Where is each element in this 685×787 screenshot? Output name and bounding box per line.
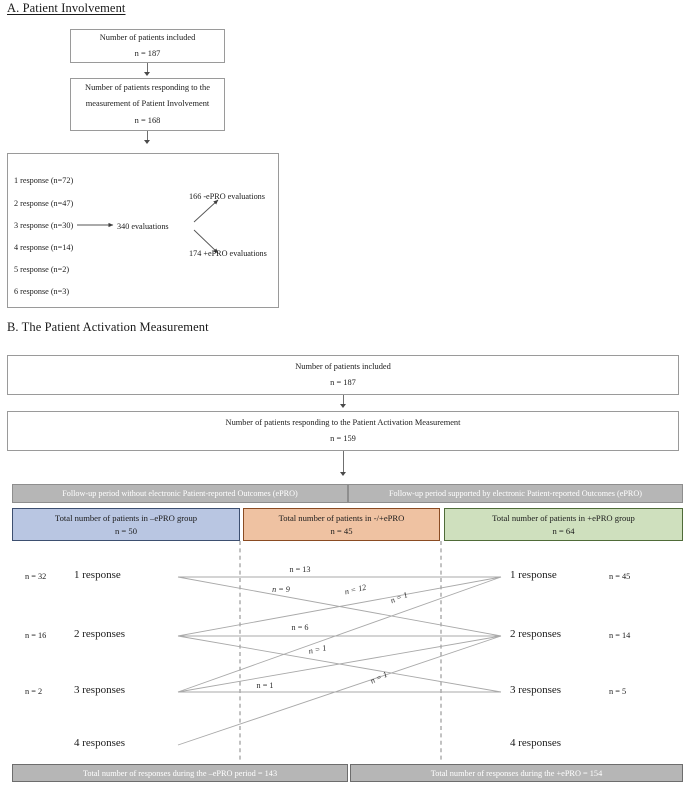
response-count-2: 2 response (n=47) (14, 199, 74, 208)
arrow-a-1-line (147, 63, 148, 73)
section-b-title: B. The Patient Activation Measurement (7, 320, 209, 334)
flow-edge-3 (177, 576, 502, 637)
group-plus-epro-n: n = 64 (552, 525, 575, 536)
box-a-included-line2: n = 187 (134, 49, 161, 58)
box-b-patients-responding: Number of patients responding to the Pat… (7, 411, 679, 451)
box-a-patients-included: Number of patients included n = 187 (70, 29, 225, 63)
left-node-n-1: n = 32 (25, 572, 47, 581)
section-a-title: A. Patient Involvement (7, 1, 126, 15)
evaluations-plus-epro: 174 +ePRO evaluations (189, 249, 267, 258)
right-node-label-1: 1 response (510, 569, 557, 581)
period-bar-without-epro: Follow-up period without electronic Pati… (12, 484, 348, 503)
box-a-included-line1: Number of patients included (99, 32, 196, 42)
flow-edge-6 (177, 576, 502, 693)
right-node-n-1: n = 45 (609, 572, 631, 581)
summary-bar-plus-epro: Total number of responses during the +eP… (350, 764, 683, 782)
group-minus-epro-n: n = 50 (114, 525, 138, 536)
box-a-responding-line1: Number of patients responding to the (85, 82, 210, 92)
response-count-4: 4 response (n=14) (14, 243, 74, 252)
summary-bar-minus-epro: Total number of responses during the –eP… (12, 764, 348, 782)
arrow-a-1-head (144, 72, 150, 76)
flow-edge-label-7: n = 1 (369, 670, 389, 686)
right-node-label-2: 2 responses (510, 628, 562, 640)
right-node-n-3: n = 5 (609, 687, 627, 696)
left-node-label-2: 2 responses (74, 628, 126, 640)
box-b-included-line2: n = 187 (330, 378, 356, 387)
period-bar-with-epro: Follow-up period supported by electronic… (348, 484, 683, 503)
evaluations-total: 340 evaluations (117, 222, 169, 231)
box-a-patients-responding: Number of patients responding to the mea… (70, 78, 225, 131)
left-node-label-4: 4 responses (74, 737, 126, 749)
flow-edge-label-1: n = 13 (290, 565, 311, 574)
box-b-responding-line1: Number of patients responding to the Pat… (225, 417, 461, 427)
box-b-patients-included: Number of patients included n = 187 (7, 355, 679, 395)
arrow-b-2-head (340, 472, 346, 476)
arrow-a-2-head (144, 140, 150, 144)
left-node-n-2: n = 16 (25, 631, 47, 640)
arrow-b-1-line (343, 395, 344, 405)
group-box-minus-epro: Total number of patients in –ePRO group … (12, 508, 240, 541)
arrow-b-1-head (340, 404, 346, 408)
group-box-plus-epro: Total number of patients in +ePRO group … (444, 508, 683, 541)
group-mixed-epro-label: Total number of patients in -/+ePRO (278, 512, 405, 523)
box-a-responding-line2: measurement of Patient Involvement (85, 99, 210, 109)
left-node-label-1: 1 response (74, 569, 121, 581)
box-b-responding-line2: n = 159 (330, 434, 356, 443)
right-node-label-3: 3 responses (510, 684, 562, 696)
arrow-b-2-line (343, 451, 344, 473)
response-count-1: 1 response (n=72) (14, 176, 74, 185)
evaluations-minus-epro: 166 -ePRO evaluations (189, 192, 265, 201)
section-a-arrows (77, 199, 219, 254)
box-a-responding-line3: n = 168 (134, 115, 161, 125)
group-mixed-epro-n: n = 45 (330, 525, 353, 536)
response-count-6: 6 response (n=3) (14, 287, 70, 296)
response-count-3: 3 response (n=30) (14, 221, 74, 230)
arrow-a-2-line (147, 131, 148, 141)
flow-edge-7 (177, 635, 502, 693)
left-node-label-3: 3 responses (74, 684, 126, 696)
box-a-evaluations-panel (7, 153, 279, 308)
flow-edge-9 (177, 635, 502, 746)
box-b-included-line1: Number of patients included (295, 361, 391, 371)
flow-edge-label-5: n = 1 (389, 590, 409, 605)
response-count-5: 5 response (n=2) (14, 265, 70, 274)
flow-edge-label-6: n = 1 (308, 643, 327, 656)
flow-edge-label-2: n = 9 (272, 585, 290, 594)
right-node-n-2: n = 14 (609, 631, 631, 640)
group-minus-epro-label: Total number of patients in –ePRO group (54, 512, 198, 523)
left-node-n-3: n = 2 (25, 687, 43, 696)
flow-edge-label-3: n = 12 (344, 583, 367, 597)
flow-edge-label-4: n = 6 (292, 623, 309, 632)
group-box-mixed-epro: Total number of patients in -/+ePRO n = … (243, 508, 440, 541)
flow-edge-label-8: n = 1 (257, 681, 274, 690)
right-node-label-4: 4 responses (510, 737, 562, 749)
group-plus-epro-label: Total number of patients in +ePRO group (492, 512, 635, 523)
